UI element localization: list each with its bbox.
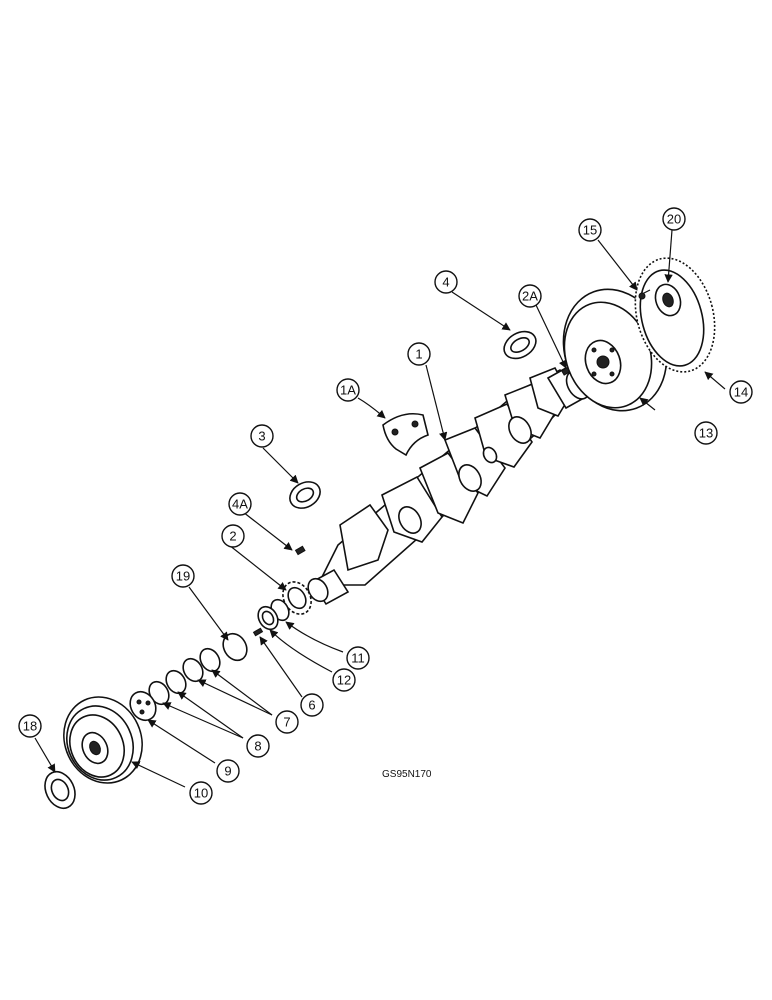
- crankshaft-gear: [282, 581, 312, 615]
- svg-text:14: 14: [734, 385, 748, 400]
- seal-ring: [257, 605, 279, 631]
- flywheel-bolt: [638, 289, 651, 300]
- callout-1A: 1A: [336, 378, 360, 402]
- callout-2A: 2A: [518, 284, 542, 308]
- callout-20: 20: [662, 207, 686, 231]
- callout-10: 10: [189, 781, 213, 805]
- callout-2: 2: [221, 524, 245, 548]
- flywheel-adapter: [654, 283, 682, 317]
- callout-6: 6: [300, 693, 324, 717]
- callout-18: 18: [18, 714, 42, 738]
- callout-1: 1: [407, 342, 431, 366]
- callout-4A: 4A: [228, 492, 252, 516]
- callout-15: 15: [578, 218, 602, 242]
- callout-8: 8: [246, 734, 270, 758]
- callout-9: 9: [216, 759, 240, 783]
- svg-text:2A: 2A: [522, 289, 538, 304]
- svg-text:18: 18: [23, 719, 37, 734]
- callout-4: 4: [434, 270, 458, 294]
- crankshaft: [307, 366, 591, 606]
- svg-text:1A: 1A: [340, 383, 356, 398]
- main-bearing-rear: [503, 330, 537, 360]
- svg-text:11: 11: [351, 651, 365, 666]
- svg-text:8: 8: [254, 739, 261, 754]
- callout-13: 13: [694, 421, 718, 445]
- svg-text:3: 3: [258, 429, 265, 444]
- thrust-washer: [382, 412, 429, 457]
- svg-text:6: 6: [308, 698, 315, 713]
- callout-11: 11: [346, 646, 370, 670]
- svg-text:13: 13: [699, 426, 713, 441]
- callout-12: 12: [332, 668, 356, 692]
- leader-lines: [34, 229, 726, 788]
- svg-text:10: 10: [194, 786, 208, 801]
- key: [252, 627, 264, 637]
- crankshaft-pulley: [63, 696, 143, 784]
- svg-text:2: 2: [229, 529, 236, 544]
- svg-text:15: 15: [583, 223, 597, 238]
- svg-text:4: 4: [442, 275, 449, 290]
- svg-text:9: 9: [224, 764, 231, 779]
- main-bearing-front: [289, 481, 321, 509]
- svg-text:4A: 4A: [232, 497, 248, 512]
- svg-text:7: 7: [283, 715, 290, 730]
- lock-rings: [182, 647, 221, 683]
- svg-text:20: 20: [667, 212, 681, 227]
- callout-3: 3: [250, 424, 274, 448]
- callout-14: 14: [729, 380, 753, 404]
- tapered-rings: [148, 669, 187, 706]
- pressure-flange: [129, 690, 157, 722]
- woodruff-key: [294, 545, 306, 556]
- svg-text:19: 19: [176, 569, 190, 584]
- svg-text:12: 12: [337, 673, 351, 688]
- figure-code: GS95N170: [382, 769, 432, 780]
- callout-19: 19: [171, 564, 195, 588]
- svg-text:1: 1: [415, 347, 422, 362]
- callout-7: 7: [275, 710, 299, 734]
- front-seal: [44, 770, 76, 810]
